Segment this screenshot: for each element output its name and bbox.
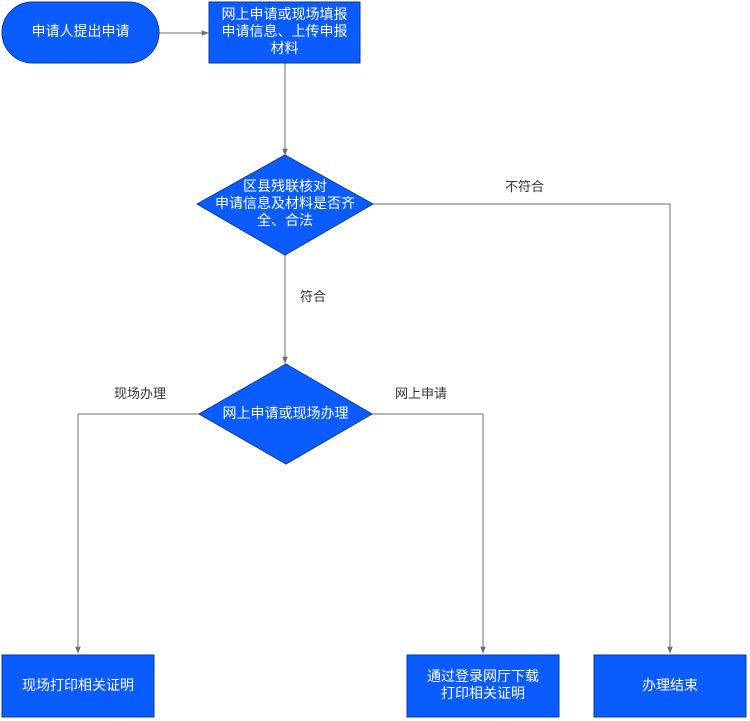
ok-edge-label: 符合	[300, 290, 327, 305]
choice-decision-shape	[197, 363, 373, 465]
review-decision-shape	[195, 154, 375, 256]
submit-process-shape	[208, 1, 361, 64]
start-terminal-shape	[1, 1, 160, 64]
edge-choice-onsite	[75, 413, 199, 654]
online-download-process-shape	[406, 654, 560, 718]
onsite-edge-label: 现场办理	[114, 387, 167, 402]
end-process-shape	[593, 654, 747, 718]
not-ok-edge-label: 不符合	[505, 180, 545, 195]
edge-review-not-ok	[373, 203, 673, 654]
online-edge-label: 网上申请	[395, 387, 448, 402]
edge-choice-online	[372, 413, 486, 654]
onsite-print-process-shape	[1, 654, 155, 718]
